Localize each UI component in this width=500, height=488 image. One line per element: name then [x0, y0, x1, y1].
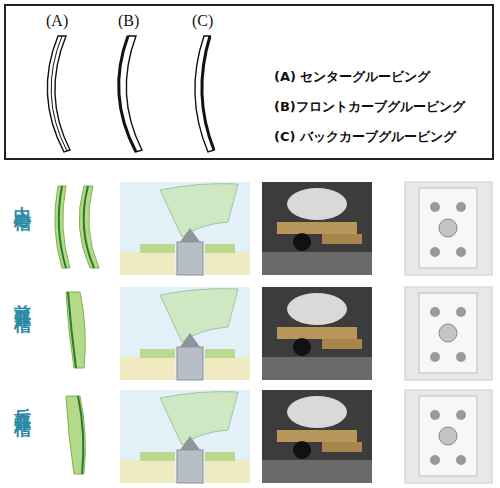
lens-strip — [55, 186, 70, 268]
device-photo — [405, 390, 492, 483]
lens-strip — [79, 186, 99, 268]
legend-text: (A) センターグルービング — [274, 68, 430, 86]
figure-letter: (A) — [46, 12, 68, 30]
lens-section — [119, 36, 142, 152]
groove-line — [202, 36, 214, 150]
groove-line — [51, 36, 67, 151]
grooving-schematic — [120, 287, 250, 380]
machine-photo — [262, 390, 372, 483]
groove-line — [84, 186, 94, 268]
groove-line — [78, 396, 83, 474]
legend-text: (C) バックカーブグルービング — [274, 128, 456, 146]
lens-section — [195, 36, 214, 152]
figure-letter: (C) — [192, 12, 213, 30]
groove-line — [68, 292, 76, 368]
legend-text: (B)フロントカーブグルービング — [274, 98, 465, 116]
row-label: 前弧开槽 — [12, 290, 35, 306]
device-photo — [405, 182, 492, 275]
row-label: 后弧开槽 — [12, 394, 35, 410]
groove-line — [59, 186, 66, 268]
lens-wedge — [66, 396, 85, 474]
device-photo — [405, 287, 492, 380]
machine-photo — [262, 182, 372, 275]
grooving-schematic — [120, 390, 250, 483]
figure-letter: (B) — [118, 12, 139, 30]
lens-wedge — [66, 292, 85, 368]
row-label: 中心槽 — [12, 192, 35, 204]
groove-line — [119, 36, 136, 152]
lens-section — [47, 36, 70, 152]
frame-box: (A) (B) (C) (A) センターグルービング (B)フロントカーブグルービング (… — [4, 4, 494, 160]
grooving-schematic — [120, 182, 250, 275]
machine-photo — [262, 287, 372, 380]
